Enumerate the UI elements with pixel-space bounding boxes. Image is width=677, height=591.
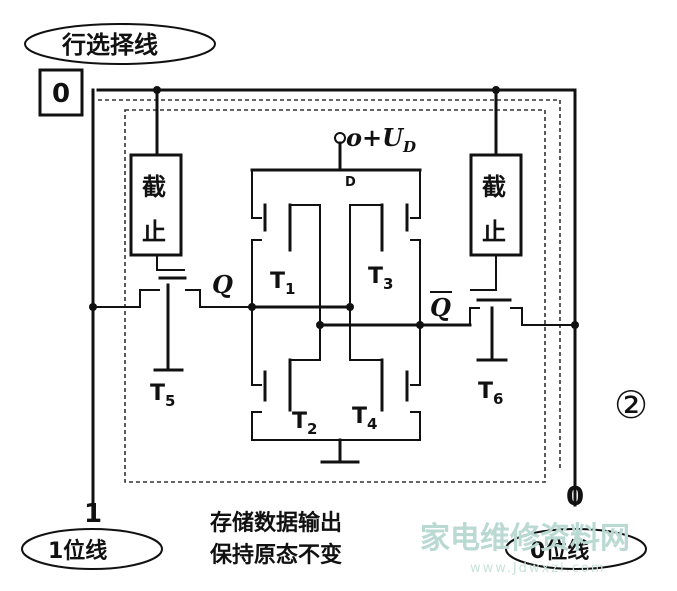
t6-label: T6: [478, 379, 503, 408]
bit-line-1-ellipse: [21, 528, 163, 570]
row-select-value-box: [38, 68, 84, 117]
bit-line-0-ellipse: [505, 528, 647, 570]
node-q-label: Q: [212, 270, 233, 299]
row-select-ellipse: [24, 23, 216, 65]
supply-label: o+UD: [346, 123, 416, 156]
node-d-label: D: [345, 175, 356, 190]
cutoff-left-box: [129, 153, 183, 257]
t2-label: T2: [292, 409, 317, 438]
t1-source: [251, 170, 262, 219]
bit-line-1-value: 1: [84, 499, 102, 529]
node-qbar-label: Q: [430, 293, 451, 322]
watermark-url: www.Jdwxzl.com: [470, 561, 606, 576]
t6-drain: [510, 307, 575, 326]
t4-drain: [410, 325, 421, 386]
row-select-label: 行选择线: [61, 31, 158, 59]
caption-line-2: 保持原态不变: [209, 542, 342, 568]
watermark-text: 家电维修资料网: [420, 521, 630, 556]
t3-source: [410, 170, 421, 219]
t1-gate-link: [290, 204, 321, 330]
t4-gate-link: [349, 307, 382, 361]
row-select-value: 0: [52, 79, 70, 109]
cutoff-right-char2: 止: [482, 218, 506, 246]
t5-label: T5: [150, 381, 175, 410]
cell-boundary: [124, 109, 546, 483]
t6-source: [469, 307, 480, 325]
t3-gate-link: [349, 204, 382, 307]
outer-boundary: [98, 99, 561, 470]
t2-drain: [251, 307, 262, 386]
t4-label: T4: [352, 404, 377, 433]
figure-number: ②: [614, 383, 648, 427]
bit-line-1-label: 1位线: [48, 538, 107, 564]
caption-line-1: 存储数据输出: [210, 510, 342, 536]
t1-label: T1: [270, 269, 295, 298]
cutoff-left-char1: 截: [142, 173, 166, 201]
t4-source: [340, 411, 421, 441]
t5-source: [93, 289, 160, 308]
cutoff-left-char2: 止: [142, 218, 166, 246]
t6-gate-lead: [470, 255, 497, 291]
t2-gate-link: [290, 325, 321, 361]
cutoff-right-char1: 截: [482, 173, 506, 201]
t1-drain: [251, 239, 262, 307]
t3-label: T3: [368, 264, 393, 293]
t5-gate-lead: [156, 255, 185, 271]
bit-line-0-label: 0位线: [530, 538, 589, 564]
cutoff-right-box: [469, 153, 523, 257]
t5-drain: [185, 289, 255, 308]
t2-source: [251, 411, 340, 441]
t3-drain: [410, 239, 421, 325]
bit-line-0-value: 0: [566, 482, 584, 512]
